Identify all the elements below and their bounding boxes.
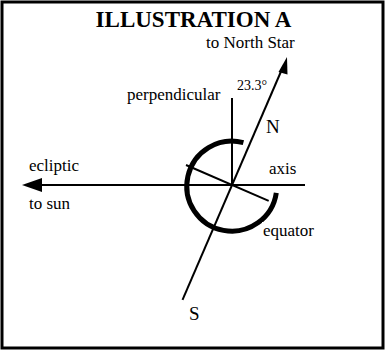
direction-label: to North Star bbox=[205, 34, 296, 53]
line-label: perpendicular bbox=[126, 86, 221, 105]
ecliptic-line bbox=[40, 184, 305, 186]
line-label: ecliptic bbox=[28, 157, 80, 176]
ecliptic-arrowhead bbox=[22, 178, 42, 192]
line-label: axis bbox=[268, 160, 297, 179]
frame-border bbox=[2, 2, 383, 348]
axis-arrowhead bbox=[279, 57, 288, 75]
direction-label: to sun bbox=[28, 195, 71, 214]
pole-label: S bbox=[188, 304, 201, 325]
equator-line bbox=[186, 165, 269, 201]
pole-label: N bbox=[265, 117, 281, 138]
angle-label: 23.3° bbox=[236, 78, 268, 93]
earth-outline bbox=[187, 141, 277, 231]
illustration-title: ILLUSTRATION A bbox=[0, 7, 385, 32]
line-label: equator bbox=[262, 222, 315, 241]
